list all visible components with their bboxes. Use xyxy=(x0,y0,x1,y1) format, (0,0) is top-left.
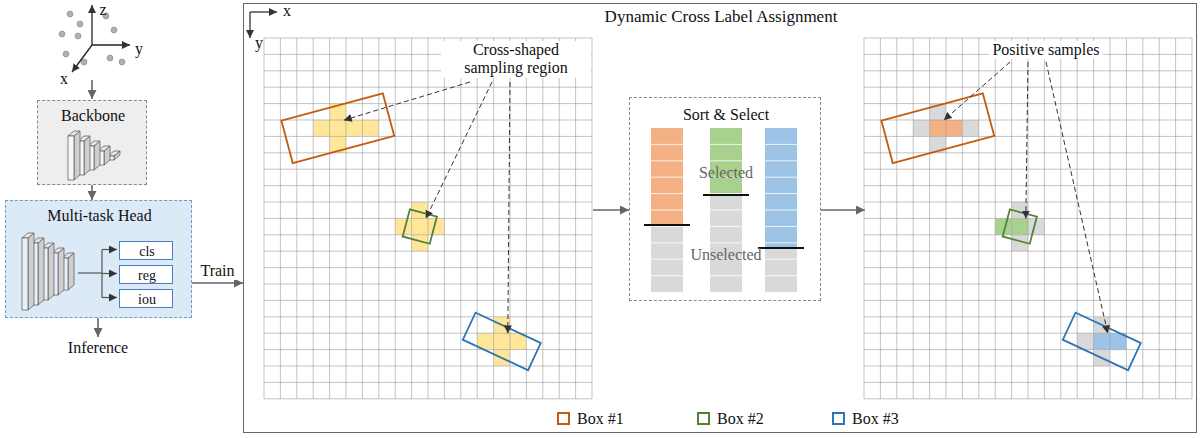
text-holder: Dynamic Cross Label Assignment xyxy=(244,7,1198,27)
legend-swatch xyxy=(697,412,710,425)
score-bars xyxy=(644,128,804,292)
box-note: Unselected xyxy=(690,246,761,264)
box-label: cls xyxy=(139,244,155,260)
axis-label: y xyxy=(135,40,143,58)
point-dot xyxy=(111,27,117,33)
text-holder: Positive samples xyxy=(981,41,1111,59)
box-label: Positive samples xyxy=(989,41,1102,59)
inference-arrow xyxy=(97,318,99,337)
point-dot xyxy=(77,21,83,27)
arrow-connector xyxy=(91,185,93,200)
point-dot xyxy=(119,59,125,65)
box-label: Backbone xyxy=(61,107,125,125)
axis-arrow xyxy=(92,44,130,45)
output-box: iou xyxy=(119,289,173,308)
text-holder: y xyxy=(133,40,145,58)
text-holder: y xyxy=(254,34,264,52)
point-dot xyxy=(67,11,73,17)
head-icon xyxy=(22,233,74,310)
point-dot xyxy=(75,33,81,39)
edge-label: Train xyxy=(198,262,236,280)
box-label: Dynamic Cross Label Assignment xyxy=(605,7,838,27)
positive-leaders xyxy=(944,62,1108,333)
arrow-connector xyxy=(593,209,629,211)
point-dot xyxy=(63,51,69,57)
axis-label: y xyxy=(255,34,263,52)
point-dot xyxy=(107,55,113,61)
box-label: reg xyxy=(138,268,156,284)
arrow-connector xyxy=(192,282,243,284)
legend-swatch xyxy=(832,412,845,425)
legend-item: Box #1 xyxy=(557,410,624,428)
text-holder: Inference xyxy=(58,339,138,357)
input-arrow xyxy=(91,80,93,99)
sampling-grid-drawing xyxy=(264,38,592,399)
legend-item: Box #2 xyxy=(697,410,764,428)
text-holder: x xyxy=(58,70,70,88)
box-note: Selected xyxy=(699,164,753,182)
axis-label: z xyxy=(99,1,106,19)
output-box: cls xyxy=(119,241,173,260)
axis-arrow xyxy=(91,5,92,45)
text-holder: Cross-shaped sampling region xyxy=(441,41,591,78)
grid-axes xyxy=(250,12,277,38)
legend-text: Box #3 xyxy=(852,410,899,428)
legend-text: Box #1 xyxy=(577,410,624,428)
legend-text: Box #2 xyxy=(717,410,764,428)
legend-item: Box #3 xyxy=(832,410,899,428)
box-label: iou xyxy=(138,292,156,308)
box-label: Multi-task Head xyxy=(47,207,151,225)
box-label: Cross-shaped sampling region xyxy=(441,41,591,78)
text-holder: Backbone xyxy=(38,107,148,125)
sampling-leaders xyxy=(344,82,510,333)
text-holder: z xyxy=(97,1,109,19)
text-holder: reg xyxy=(120,266,174,284)
positive-grid-drawing xyxy=(864,38,1192,399)
output-label: Inference xyxy=(68,339,128,357)
legend-swatch xyxy=(557,412,570,425)
output-box: reg xyxy=(119,265,173,284)
box-label: Sort & Select xyxy=(683,106,769,124)
head-branches xyxy=(78,250,117,298)
arrow-connector xyxy=(821,209,865,211)
axis-label: x xyxy=(60,70,68,88)
text-holder: cls xyxy=(120,242,174,260)
text-holder: iou xyxy=(120,290,174,308)
point-dot xyxy=(81,59,87,65)
text-holder: Train xyxy=(178,262,258,280)
point-dot xyxy=(59,31,65,37)
text-holder: x xyxy=(281,2,293,20)
backbone-icon xyxy=(68,131,120,180)
axis-arrow xyxy=(72,45,92,72)
text-holder: Multi-task Head xyxy=(6,207,193,225)
axis-label: x xyxy=(283,2,291,20)
text-holder: Sort & Select xyxy=(630,106,822,124)
